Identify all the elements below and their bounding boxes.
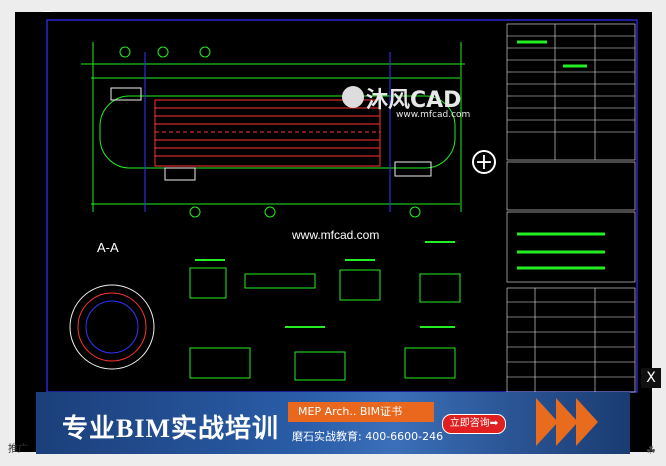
chevron-right-icon: [536, 398, 558, 446]
ad-consult-button[interactable]: 立即咨询➡: [442, 414, 506, 434]
watermark-domain: www.mfcad.com: [396, 110, 471, 120]
section-label: A-A: [97, 240, 119, 255]
section-view-a-a: [69, 284, 155, 370]
close-icon[interactable]: X: [641, 368, 661, 388]
balloon-callouts: [119, 46, 421, 218]
detail-views: [189, 241, 461, 381]
zoom-in-icon[interactable]: +: [472, 150, 496, 174]
watermark: 沐风CAD www.mfcad.com: [366, 82, 470, 120]
ad-course-line: MEP Arch.. BIM证书: [288, 402, 434, 422]
chevron-right-icon: [576, 398, 598, 446]
ad-banner[interactable]: 专业BIM实战培训 MEP Arch.. BIM证书 磨石实战教育: 400-6…: [36, 392, 630, 454]
promo-tag: 推广: [8, 444, 28, 455]
cad-drawing: [15, 12, 652, 452]
sheet-frame: [46, 19, 638, 393]
technical-tables: [506, 23, 636, 393]
watermark-icon: [342, 86, 364, 108]
drawing-canvas: [46, 19, 638, 393]
paw-icon: ☘: [646, 444, 656, 457]
chevron-right-icon: [556, 398, 578, 446]
drawing-site-text: www.mfcad.com: [292, 228, 380, 242]
vessel-elevation: [81, 42, 465, 212]
ad-phone-line: 磨石实战教育: 400-6600-246: [292, 430, 444, 443]
ad-title: 专业BIM实战培训: [62, 414, 280, 443]
watermark-brand: 沐风CAD: [366, 88, 462, 113]
